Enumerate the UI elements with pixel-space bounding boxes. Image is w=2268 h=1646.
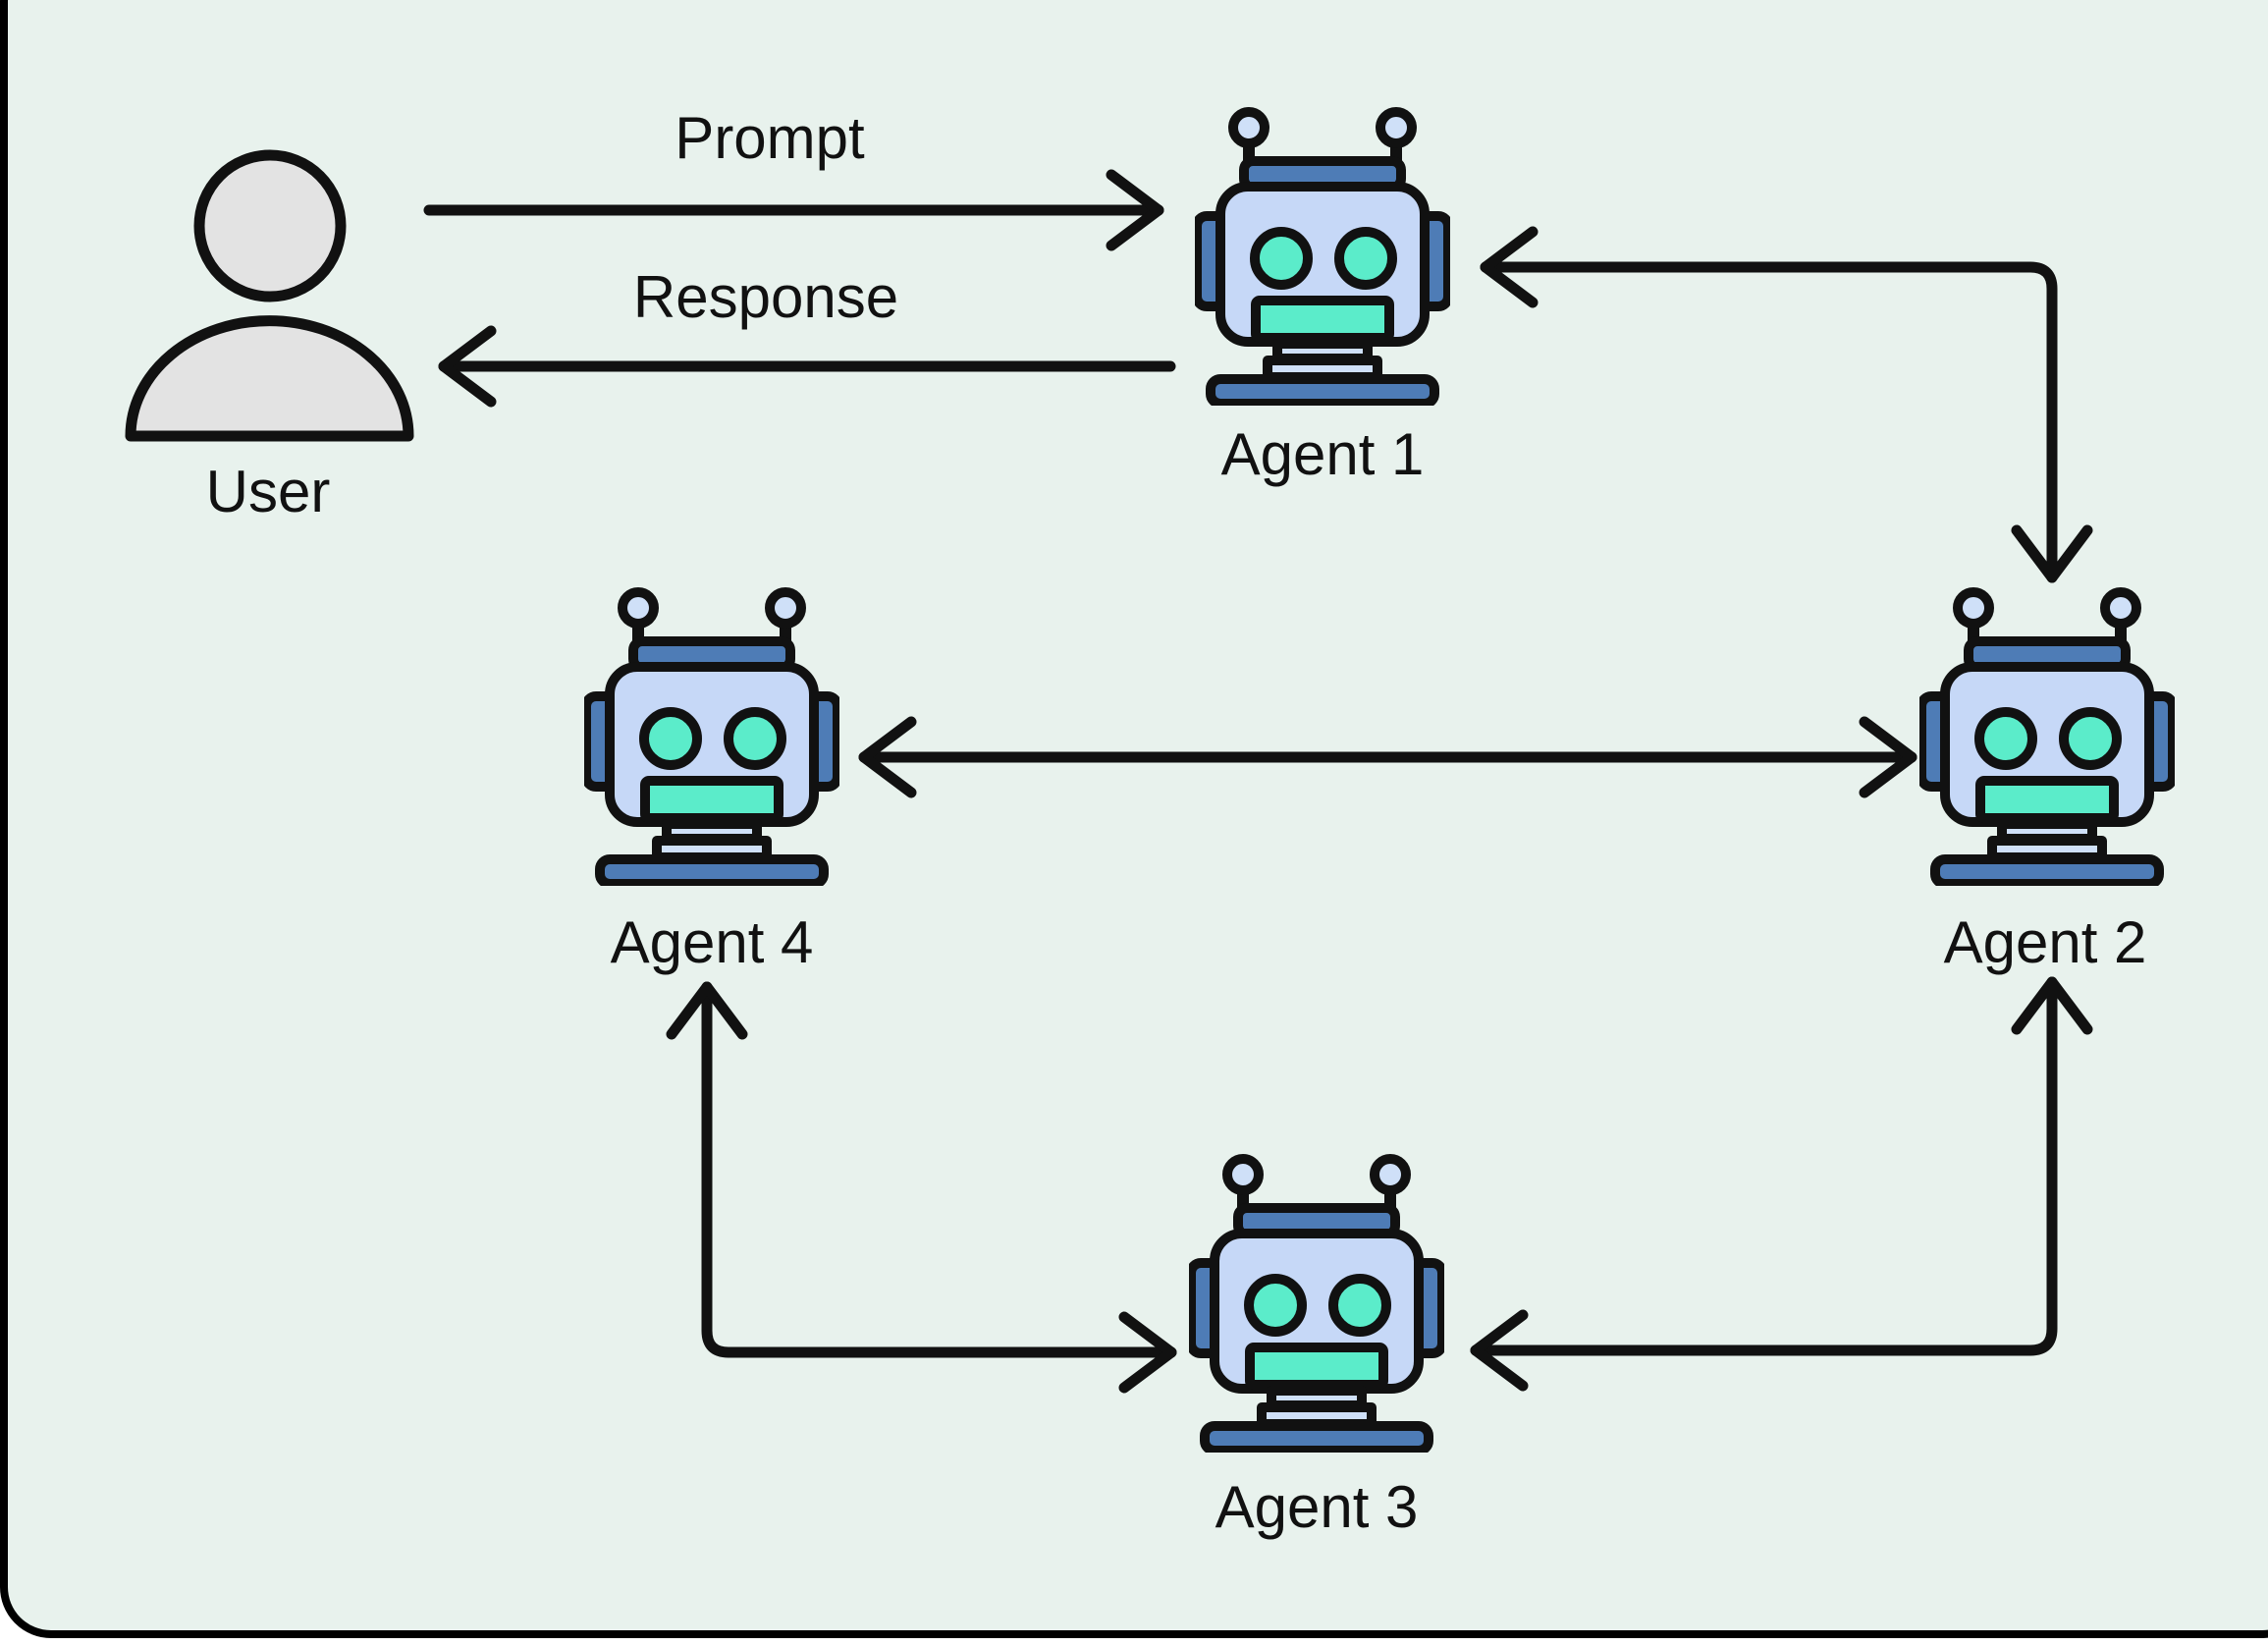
prompt-edge-label: Prompt	[675, 105, 865, 171]
agent4-robot-icon	[586, 592, 837, 884]
prompt-arrow	[423, 169, 1164, 251]
agent1-agent2-arrow	[1480, 226, 2093, 583]
response-arrow	[438, 325, 1176, 408]
agent3-robot-icon	[1191, 1159, 1442, 1451]
user-person-icon	[125, 149, 414, 442]
agent2-robot-icon	[1921, 592, 2173, 884]
agent2-node-label: Agent 2	[1943, 909, 2147, 975]
user-node-label: User	[205, 459, 331, 524]
agent1-robot-icon	[1197, 112, 1448, 404]
agent4-agent2-arrow	[858, 716, 1917, 798]
agent3-agent4-arrow	[666, 981, 1177, 1394]
agent1-node-label: Agent 1	[1220, 421, 1425, 487]
agent3-agent2-arrow	[1470, 976, 2093, 1392]
agent4-node-label: Agent 4	[610, 909, 814, 975]
response-edge-label: Response	[632, 264, 899, 330]
agent3-node-label: Agent 3	[1215, 1474, 1419, 1540]
